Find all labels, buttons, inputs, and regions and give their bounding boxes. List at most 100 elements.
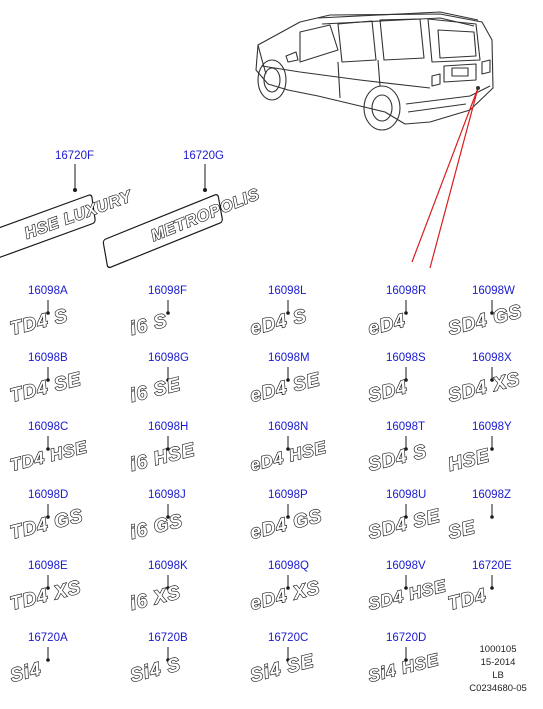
badge-si4-s: Si4 S bbox=[128, 654, 183, 687]
part-number-16098k: 16098K bbox=[148, 560, 188, 572]
badge-plate bbox=[102, 193, 223, 269]
part-number-16720G: 16720G bbox=[183, 150, 224, 162]
leader-dot bbox=[46, 515, 50, 519]
part-number-16098s: 16098S bbox=[386, 352, 426, 364]
part-number-16098e: 16098E bbox=[28, 560, 68, 572]
leader-dot bbox=[46, 658, 50, 662]
badge-sd4-gs: SD4 GS bbox=[446, 301, 525, 340]
leader-dot bbox=[166, 378, 170, 382]
leader-dot bbox=[490, 311, 494, 315]
part-number-16098r: 16098R bbox=[386, 285, 427, 297]
badge-sd4-hse: SD4 HSE bbox=[366, 576, 448, 614]
badge-sd4-xs: SD4 XS bbox=[446, 369, 522, 407]
badge-si4-hse: Si4 HSE bbox=[366, 650, 441, 686]
badge-ed4-s: eD4 S bbox=[248, 305, 309, 339]
reference-id: C0234680-05 bbox=[469, 683, 527, 694]
leader-dot bbox=[286, 658, 290, 662]
part-number-16098m: 16098M bbox=[268, 352, 310, 364]
badge-ed4-se: eD4 SE bbox=[248, 369, 323, 407]
part-number-16098f: 16098F bbox=[148, 285, 188, 297]
badge-td4-s: TD4 S bbox=[8, 305, 70, 340]
leader-dot bbox=[166, 515, 170, 519]
badge-sd4: SD4 bbox=[366, 377, 410, 407]
badge-ed4-gs: eD4 GS bbox=[248, 506, 324, 544]
reference-code: 1000105 bbox=[479, 644, 517, 655]
reference-block: 1000105 15-2014 LB C0234680-05 bbox=[458, 643, 538, 695]
badge-td4-gs: TD4 GS bbox=[8, 505, 85, 543]
leader-dot bbox=[46, 586, 50, 590]
part-number-16098t: 16098T bbox=[386, 421, 426, 433]
badge-td4: TD4 bbox=[446, 585, 489, 615]
part-number-16720c: 16720C bbox=[268, 632, 309, 644]
leader-dot bbox=[286, 586, 290, 590]
badge-i6-xs: i6 XS bbox=[128, 582, 183, 615]
part-number-16098n: 16098N bbox=[268, 421, 309, 433]
leader-dot bbox=[490, 378, 494, 382]
badge-i6-se: i6 SE bbox=[128, 374, 183, 407]
leader-dot bbox=[166, 311, 170, 315]
leader-dot bbox=[286, 378, 290, 382]
badge-td4-xs: TD4 XS bbox=[8, 577, 83, 615]
leader-dot bbox=[404, 586, 408, 590]
part-number-16720b: 16720B bbox=[148, 632, 188, 644]
leader-dot bbox=[404, 447, 408, 451]
part-number-16098y: 16098Y bbox=[472, 421, 512, 433]
leader-dot bbox=[286, 447, 290, 451]
badge-i6-hse: i6 HSE bbox=[128, 439, 198, 475]
leader-dot bbox=[166, 658, 170, 662]
badge-hse: HSE bbox=[446, 445, 492, 476]
part-number-16098q: 16098Q bbox=[268, 560, 309, 572]
leader-dot bbox=[73, 188, 77, 192]
leader-dot bbox=[203, 188, 207, 192]
part-number-16720F: 16720F bbox=[55, 150, 95, 162]
leader-dot bbox=[404, 515, 408, 519]
part-number-16098a: 16098A bbox=[28, 285, 68, 297]
leader-dot bbox=[490, 515, 494, 519]
part-number-16098c: 16098C bbox=[28, 421, 69, 433]
badge-ed4: eD4 bbox=[366, 310, 408, 340]
leader-dot bbox=[46, 378, 50, 382]
badge-td4-se: TD4 SE bbox=[8, 369, 84, 407]
badge-plate bbox=[0, 194, 96, 265]
leader-dot bbox=[286, 515, 290, 519]
leader-dot bbox=[404, 658, 408, 662]
leader-dot bbox=[404, 378, 408, 382]
part-number-16098v: 16098V bbox=[386, 560, 426, 572]
leader-dot bbox=[46, 311, 50, 315]
badge-td4-hse: TD4 HSE bbox=[8, 437, 89, 474]
badge-sd4-s: SD4 S bbox=[366, 441, 429, 476]
badge-i6-gs: i6 GS bbox=[128, 511, 185, 544]
leader-dot bbox=[46, 447, 50, 451]
badge-sd4-se: SD4 SE bbox=[366, 506, 443, 544]
leader-dot bbox=[490, 447, 494, 451]
part-number-16098j: 16098J bbox=[148, 489, 186, 501]
reference-region: LB bbox=[492, 670, 504, 681]
part-number-16720a: 16720A bbox=[28, 632, 68, 644]
badge-se: SE bbox=[446, 517, 478, 544]
leader-dot bbox=[166, 586, 170, 590]
part-number-16098l: 16098L bbox=[268, 285, 307, 297]
part-number-16098u: 16098U bbox=[386, 489, 427, 501]
badge-i6-s: i6 S bbox=[128, 310, 170, 340]
part-number-16098z: 16098Z bbox=[472, 489, 512, 501]
part-number-16098g: 16098G bbox=[148, 352, 189, 364]
reference-date: 15-2014 bbox=[480, 657, 516, 668]
part-number-16098p: 16098P bbox=[268, 489, 308, 501]
part-number-16098x: 16098X bbox=[472, 352, 512, 364]
badge-si4: Si4 bbox=[8, 659, 44, 687]
part-number-16720e: 16720E bbox=[472, 560, 512, 572]
badge-ed4-xs: eD4 XS bbox=[248, 577, 322, 615]
leader-dot bbox=[166, 447, 170, 451]
badge-si4-se: Si4 SE bbox=[248, 651, 317, 687]
part-number-16098d: 16098D bbox=[28, 489, 69, 501]
leader-dot bbox=[286, 311, 290, 315]
part-number-16720d: 16720D bbox=[386, 632, 427, 644]
part-number-16098h: 16098H bbox=[148, 421, 189, 433]
part-number-16098w: 16098W bbox=[472, 285, 515, 297]
leader-dot bbox=[404, 311, 408, 315]
part-number-16098b: 16098B bbox=[28, 352, 68, 364]
leader-dot bbox=[490, 586, 494, 590]
